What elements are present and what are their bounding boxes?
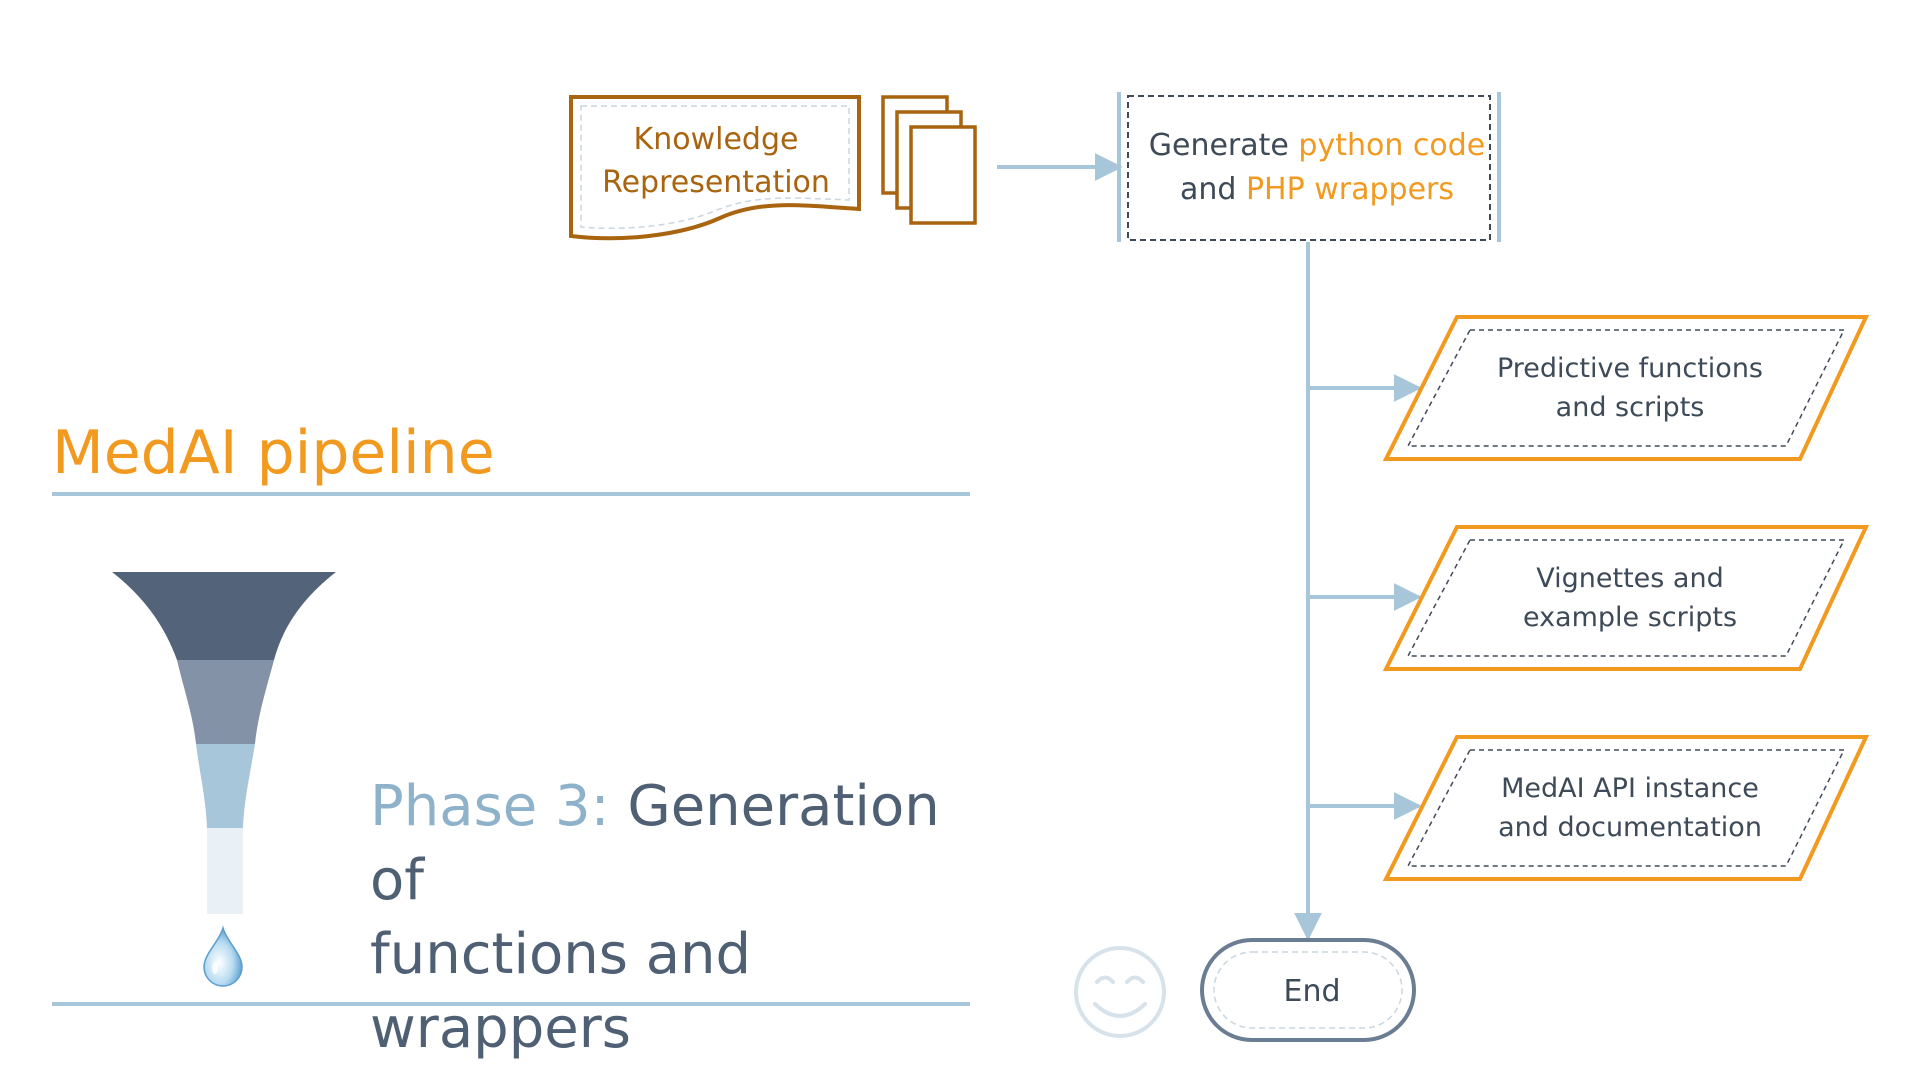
- output-label-3: MedAI API instance and documentation: [1410, 758, 1850, 858]
- knowledge-line2: Representation: [602, 165, 830, 200]
- php-wrappers-highlight: PHP wrappers: [1245, 172, 1455, 207]
- output-shape-3: [1382, 735, 1870, 881]
- output-1-line1: Predictive functions: [1496, 353, 1764, 384]
- output-3-line2: and documentation: [1498, 812, 1762, 843]
- python-code-highlight: python code: [1298, 128, 1486, 163]
- stacked-documents-icon: [881, 95, 977, 225]
- output-1-line2: and scripts: [1555, 392, 1705, 423]
- phase-label: Phase 3:: [370, 774, 610, 839]
- knowledge-line1: Knowledge: [633, 122, 799, 157]
- phase-title-line1: Generation of: [370, 774, 940, 913]
- output-shape-2: [1382, 525, 1870, 671]
- water-drop-icon: [203, 925, 243, 987]
- generate-process-box: [1117, 92, 1501, 242]
- phase-heading: Phase 3: Generation of functions and wra…: [370, 770, 990, 1066]
- output-2-line2: example scripts: [1522, 602, 1738, 633]
- knowledge-representation-label: Knowledge Representation: [574, 116, 858, 206]
- output-3-line1: MedAI API instance: [1501, 773, 1759, 804]
- and-word: and: [1179, 172, 1237, 207]
- funnel-icon: [112, 572, 336, 914]
- output-label-2: Vignettes and example scripts: [1410, 548, 1850, 648]
- output-shape-1: [1382, 315, 1870, 461]
- phase-title-line2: functions and wrappers: [370, 922, 752, 1061]
- generate-label: Generate python code and PHP wrappers: [1140, 120, 1494, 216]
- knowledge-representation-shape: [569, 95, 861, 241]
- smiley-icon: [1074, 946, 1166, 1038]
- output-label-1: Predictive functions and scripts: [1410, 338, 1850, 438]
- end-label: End: [1283, 973, 1341, 1009]
- generate-word: Generate: [1148, 128, 1289, 163]
- slide-title: MedAI pipeline: [52, 418, 495, 488]
- output-2-line1: Vignettes and: [1536, 563, 1724, 594]
- end-terminator: [1200, 938, 1416, 1042]
